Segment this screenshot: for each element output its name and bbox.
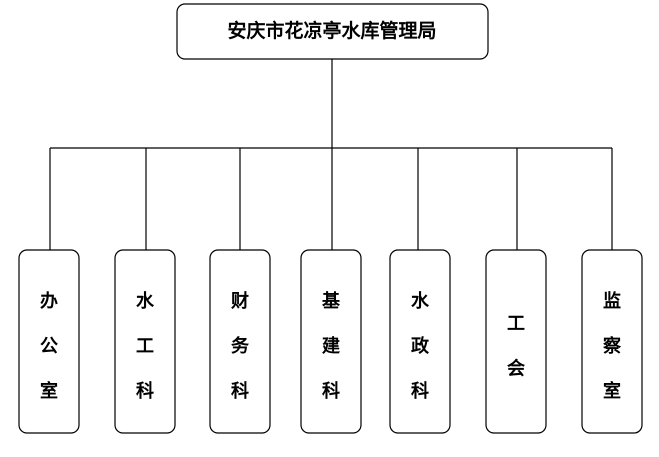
dept-label-char: 水 xyxy=(411,290,430,312)
dept-box xyxy=(389,249,451,434)
dept-node: 监察室 xyxy=(581,249,643,434)
dept-label-char: 科 xyxy=(322,380,340,402)
dept-box xyxy=(300,249,362,434)
dept-node: 水工科 xyxy=(114,249,176,434)
dept-node: 水政科 xyxy=(389,249,451,434)
dept-label-char: 科 xyxy=(231,380,249,402)
dept-label-char: 公 xyxy=(40,336,58,357)
connectors xyxy=(49,59,613,250)
root-node: 安庆市花凉亭水库管理局 xyxy=(176,3,489,60)
root-label: 安庆市花凉亭水库管理局 xyxy=(227,19,436,42)
dept-label-char: 政 xyxy=(411,335,430,357)
dept-box xyxy=(114,249,176,434)
dept-box xyxy=(581,249,643,434)
dept-label-char: 会 xyxy=(507,358,525,380)
dept-label-char: 办 xyxy=(40,290,58,312)
dept-label-char: 科 xyxy=(136,380,154,402)
dept-label-char: 工 xyxy=(507,314,525,335)
dept-label-char: 监 xyxy=(603,290,621,312)
dept-label-char: 财 xyxy=(231,290,249,312)
dept-box xyxy=(18,249,80,434)
dept-label-char: 室 xyxy=(603,380,621,402)
dept-label-char: 室 xyxy=(40,380,58,402)
dept-label-char: 水 xyxy=(136,290,155,312)
dept-node: 财务科 xyxy=(209,249,271,434)
dept-label-char: 务 xyxy=(231,335,250,357)
dept-node: 办公室 xyxy=(18,249,80,434)
dept-label-char: 科 xyxy=(411,380,429,402)
dept-box xyxy=(485,249,547,434)
dept-label-char: 察 xyxy=(603,335,622,357)
dept-box xyxy=(209,249,271,434)
dept-label-char: 工 xyxy=(136,336,154,357)
dept-label-char: 建 xyxy=(322,335,340,357)
dept-label-char: 基 xyxy=(321,290,341,312)
dept-node: 基建科 xyxy=(300,249,362,434)
dept-node: 工会 xyxy=(485,249,547,434)
